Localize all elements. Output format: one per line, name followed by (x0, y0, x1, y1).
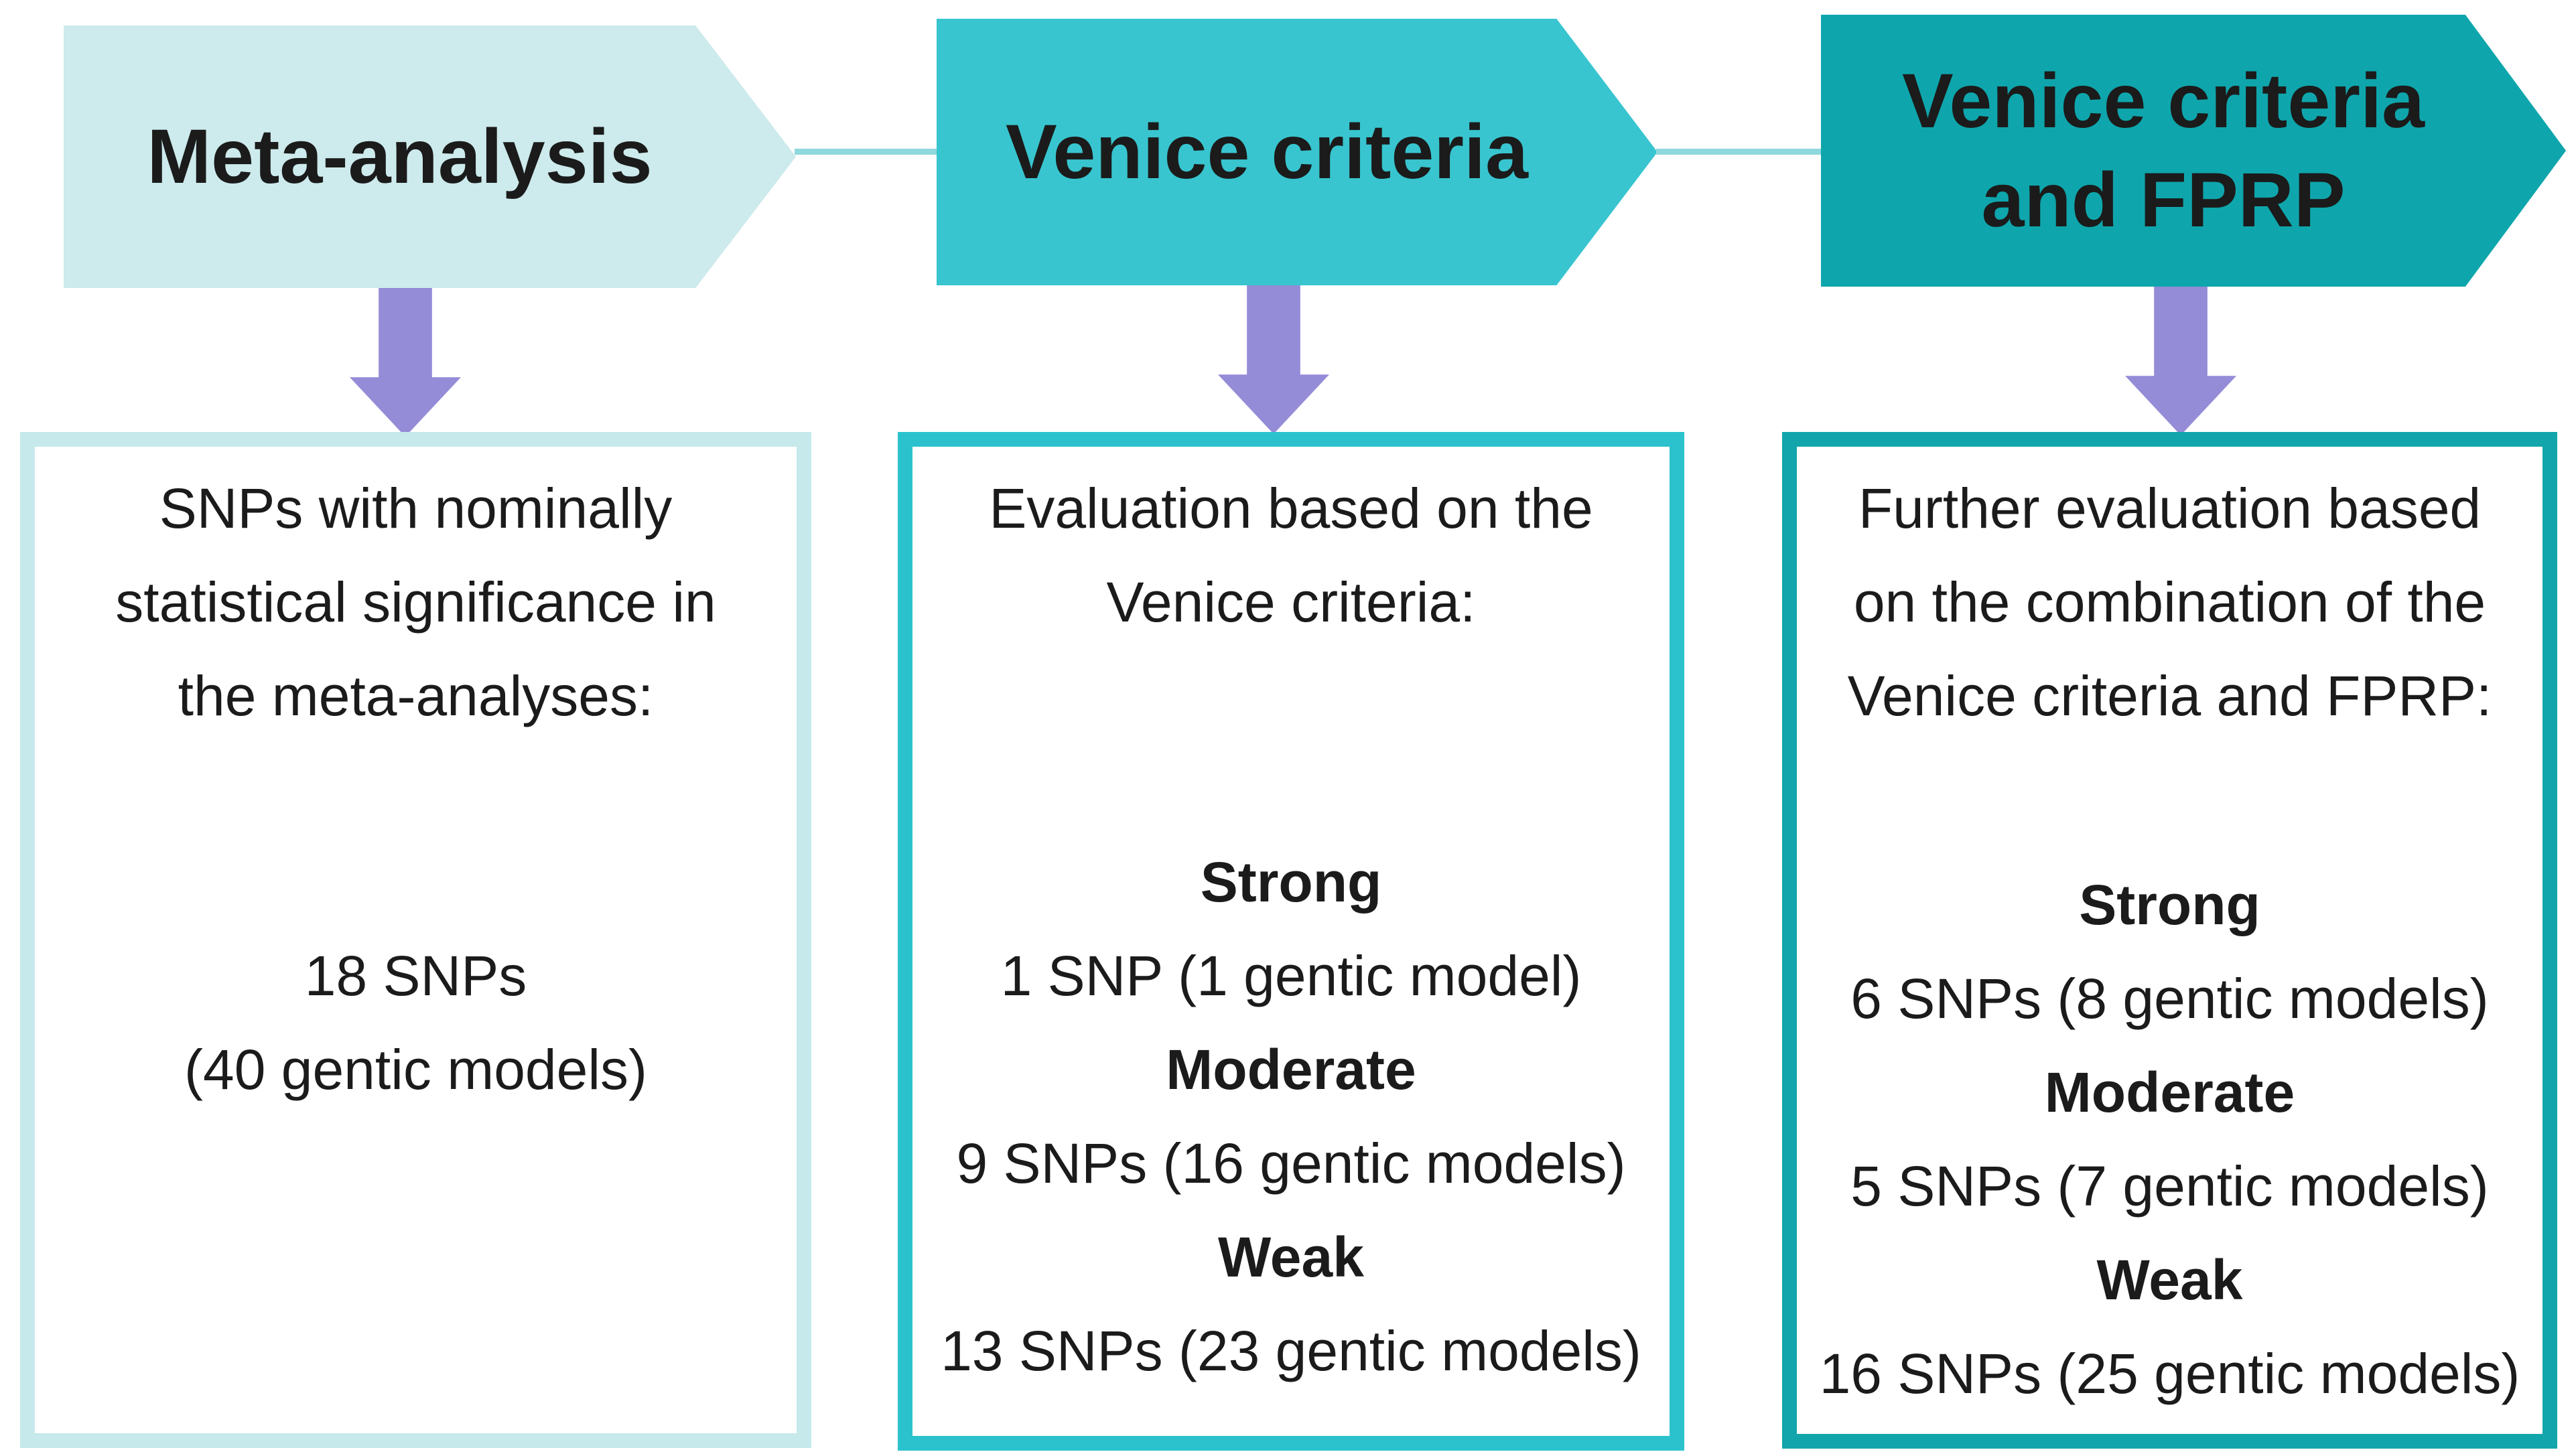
stat-label-strong: Strong (2079, 873, 2260, 936)
box-intro-text: SNPs with nominally statistical signific… (46, 461, 786, 743)
stat-snp-count: 18 SNPs (304, 944, 527, 1007)
intro-line: Venice criteria: (1106, 571, 1476, 634)
stat-weak-value: 13 SNPs (23 gentic models) (941, 1319, 1641, 1382)
stat-label-weak: Weak (1218, 1226, 1364, 1289)
banner-line-1: Venice criteria (1902, 58, 2425, 144)
banner-line-2: and FPRP (1981, 157, 2346, 243)
intro-line: Evaluation based on the (989, 477, 1593, 540)
down-arrow-icon (2125, 287, 2236, 435)
down-arrow-icon (350, 288, 461, 437)
box-stats: Strong 6 SNPs (8 gentic models) Moderate… (1804, 858, 2536, 1421)
box-stats: Strong 1 SNP (1 gentic model) Moderate 9… (919, 835, 1663, 1398)
intro-line: the meta-analyses: (178, 664, 654, 727)
intro-line: SNPs with nominally (159, 477, 673, 540)
stat-moderate-value: 5 SNPs (7 gentic models) (1850, 1155, 2489, 1218)
banner-venice-criteria: Venice criteria (937, 19, 1657, 285)
stat-label-moderate: Moderate (2044, 1061, 2295, 1124)
box-venice-criteria-result: Evaluation based on the Venice criteria:… (898, 432, 1684, 1451)
stat-weak-value: 16 SNPs (25 gentic models) (1819, 1342, 2520, 1405)
banner-venice-criteria-label: Venice criteria (1006, 109, 1528, 195)
connector-line (795, 149, 938, 155)
intro-line: Further evaluation based (1858, 477, 2482, 540)
stat-strong-value: 6 SNPs (8 gentic models) (1850, 967, 2489, 1030)
intro-line: statistical significance in (115, 571, 716, 634)
intro-line: Venice criteria and FPRP: (1847, 664, 2492, 727)
stat-moderate-value: 9 SNPs (16 gentic models) (956, 1132, 1626, 1195)
box-stats: 18 SNPs (40 gentic models) (42, 929, 790, 1116)
stat-model-count: (40 gentic models) (184, 1038, 647, 1101)
stat-label-weak: Weak (2096, 1248, 2243, 1311)
stat-strong-value: 1 SNP (1 gentic model) (1000, 944, 1582, 1007)
banner-meta-analysis: Meta-analysis (64, 25, 796, 288)
down-arrow-icon (1218, 285, 1329, 434)
banner-meta-analysis-label: Meta-analysis (147, 114, 653, 200)
box-venice-fprp-result: Further evaluation based on the combinat… (1782, 432, 2557, 1449)
box-intro-text: Evaluation based on the Venice criteria: (923, 461, 1659, 649)
banner-venice-criteria-and-fprp: Venice criteria and FPRP (1821, 15, 2566, 287)
stat-label-moderate: Moderate (1166, 1038, 1416, 1101)
stat-label-strong: Strong (1200, 851, 1382, 914)
intro-line: on the combination of the (1853, 571, 2486, 634)
box-meta-analysis-result: SNPs with nominally statistical signific… (20, 432, 811, 1448)
banner-venice-criteria-and-fprp-label: Venice criteria and FPRP (1902, 52, 2425, 250)
box-intro-text: Further evaluation based on the combinat… (1808, 461, 2532, 743)
connector-line (1656, 149, 1822, 155)
